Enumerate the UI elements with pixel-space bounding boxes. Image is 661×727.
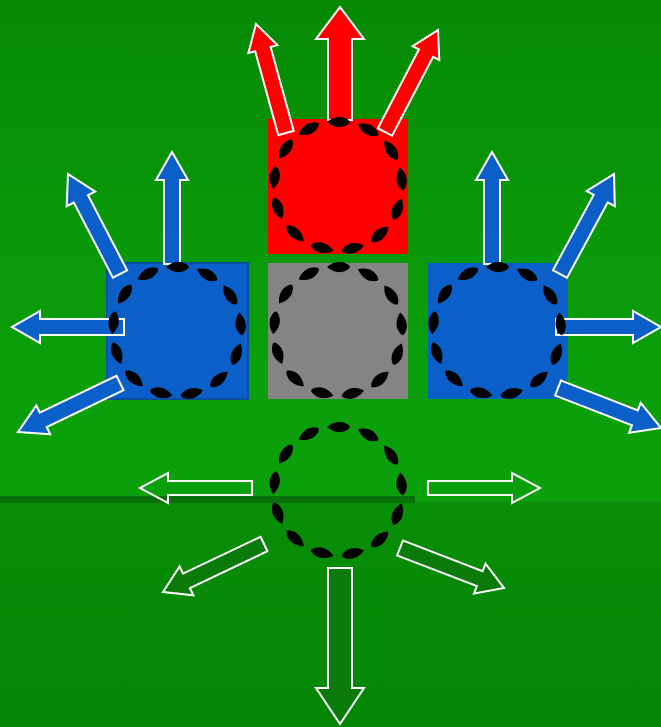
ring-dot (271, 342, 284, 364)
left-blue-arrow-up-left (65, 172, 129, 280)
red-arrow-up-right (376, 28, 441, 138)
ring-dot (371, 531, 389, 548)
ring-dot (235, 312, 246, 336)
ring-dot (357, 123, 379, 137)
ring-dot (396, 312, 407, 336)
left-blue-arrow-left (9, 309, 125, 345)
ring-dot (180, 388, 203, 399)
green-outline-arrow-right (427, 471, 543, 505)
red-arrow-up (314, 5, 366, 121)
ring-dot (137, 267, 158, 281)
ring-dot (196, 268, 218, 282)
ring-dot (311, 547, 334, 559)
green-arrow-down-left (161, 535, 269, 597)
ring-dot (486, 261, 509, 273)
ring-dot (278, 139, 293, 159)
ring-dot (430, 342, 443, 364)
red-ring (269, 116, 407, 254)
ring-dot (500, 388, 523, 399)
ring-dot (311, 387, 334, 399)
ring-dot (327, 421, 350, 433)
ring-dot (269, 311, 280, 335)
ring-dot (327, 116, 350, 128)
right-blue-arrow-right (555, 309, 661, 345)
ring-dot (210, 371, 228, 388)
ring-dot (457, 267, 478, 281)
right-blue-arrow-up (474, 149, 510, 265)
ring-dot (269, 471, 280, 495)
ring-dot (125, 370, 143, 387)
ring-dot (550, 343, 563, 365)
red-arrow-up-left (246, 22, 295, 137)
right-blue-arrow-up-right (551, 172, 616, 280)
green-arrow-down-right (395, 539, 506, 595)
ring-dot (271, 502, 284, 524)
ring-dot (357, 268, 379, 282)
ring-dot (470, 387, 493, 399)
left-blue-ring (108, 261, 246, 399)
green-outline-arrow-left (137, 471, 253, 505)
left-blue-arrow-down-left (16, 374, 125, 436)
ring-dot (298, 122, 319, 136)
ring-dot (391, 503, 404, 525)
horizon-divider (0, 496, 415, 503)
bottom-ring (269, 421, 407, 559)
ring-dot (384, 140, 399, 160)
ring-dot (166, 261, 189, 273)
left-blue-arrow-up (154, 149, 190, 265)
ring-dot (543, 285, 558, 305)
ring-dot (311, 242, 334, 254)
ring-dot (384, 445, 399, 465)
ring-dot (391, 198, 404, 220)
ring-dot (117, 284, 132, 304)
ring-dot (391, 343, 404, 365)
ring-dot (286, 225, 304, 242)
ring-dot (269, 166, 280, 190)
ring-dot (150, 387, 173, 399)
ring-dot (384, 285, 399, 305)
ring-dot (286, 530, 304, 547)
ring-dot (341, 548, 364, 559)
ring-dot (286, 370, 304, 387)
ring-dot (516, 268, 538, 282)
ring-dot (437, 284, 452, 304)
ring-dot (110, 342, 123, 364)
gray-ring (269, 261, 407, 399)
ring-dot (396, 167, 407, 191)
ring-dot (230, 343, 243, 365)
ring-dot (428, 311, 439, 335)
ring-dot (298, 427, 319, 441)
ring-dot (341, 243, 364, 254)
ring-dot (371, 371, 389, 388)
ring-dot (445, 370, 463, 387)
ring-dot (278, 444, 293, 464)
right-blue-arrow-down-right (553, 379, 661, 435)
ring-dot (223, 285, 238, 305)
ring-dot (396, 472, 407, 496)
ring-dot (327, 261, 350, 273)
ring-dot (341, 388, 364, 399)
ring-dot (357, 428, 379, 442)
right-blue-ring (428, 261, 566, 399)
ring-dot (278, 284, 293, 304)
ring-dot (108, 311, 119, 335)
ring-dot (371, 226, 389, 243)
ring-dot (530, 371, 548, 388)
ring-dot (298, 267, 319, 281)
ring-dot (555, 312, 566, 336)
ring-dot (271, 197, 284, 219)
green-arrow-down (314, 567, 366, 726)
